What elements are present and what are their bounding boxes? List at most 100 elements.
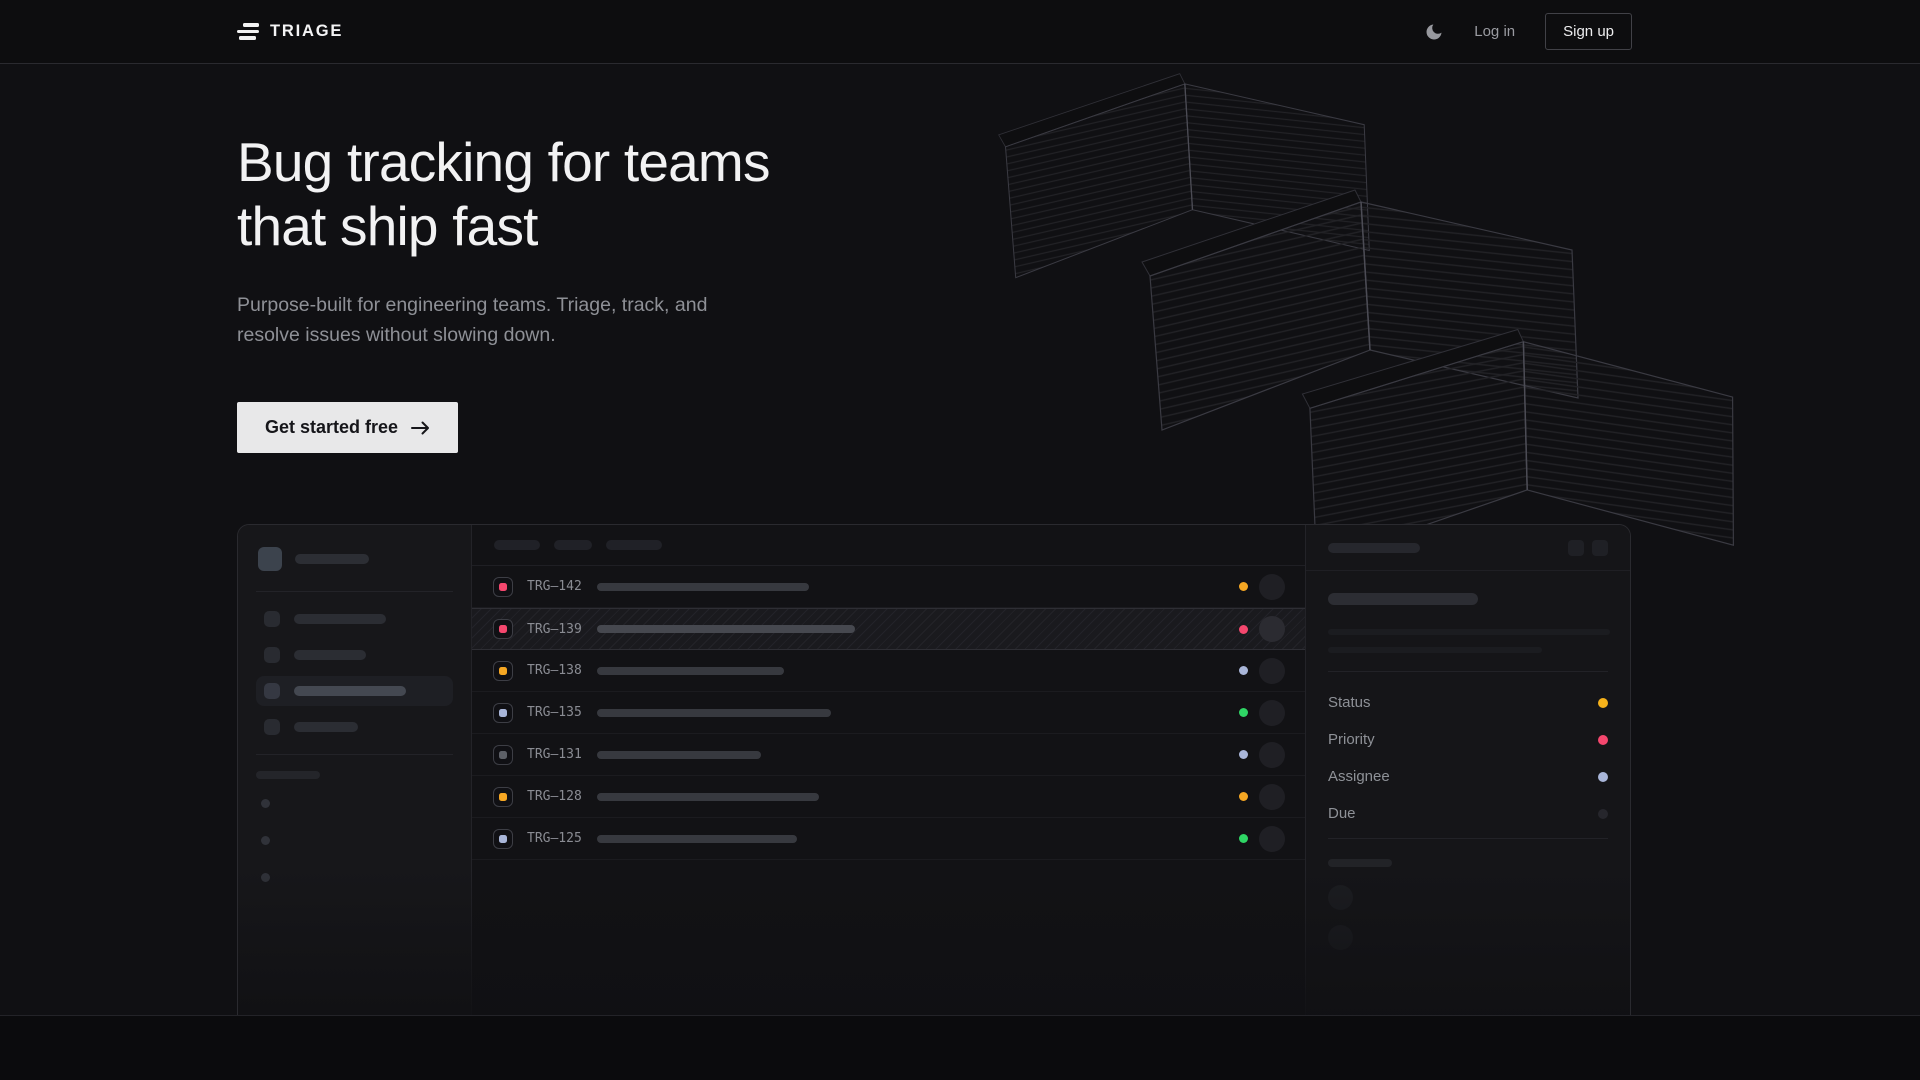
brand-name: TRIAGE xyxy=(270,22,344,40)
issue-priority-icon xyxy=(493,702,513,723)
panel-action-placeholder xyxy=(1568,539,1584,556)
issue-priority-icon xyxy=(493,786,513,807)
status-dot xyxy=(1239,750,1248,759)
priority-dot xyxy=(499,625,507,633)
issue-id: TRG–142 xyxy=(527,579,582,594)
issue-row-meta xyxy=(1239,699,1285,726)
assignee-avatar xyxy=(1259,657,1285,684)
nav-label-placeholder xyxy=(294,686,406,696)
signup-button[interactable]: Sign up xyxy=(1545,13,1632,50)
issue-title-placeholder xyxy=(597,750,761,759)
field-value-dot xyxy=(1598,697,1608,708)
status-dot xyxy=(1239,624,1248,634)
assignee-avatar xyxy=(1259,699,1285,726)
issue-priority-icon xyxy=(493,828,513,849)
dot-placeholder xyxy=(261,873,270,882)
nav-icon-placeholder xyxy=(264,611,280,627)
workspace-name-placeholder xyxy=(295,554,369,564)
status-dot xyxy=(1239,666,1248,675)
status-dot xyxy=(1239,834,1248,843)
panel-actions xyxy=(1568,539,1608,556)
priority-dot xyxy=(499,750,507,759)
triage-logo-icon xyxy=(237,23,259,40)
detail-field: Due xyxy=(1328,803,1608,824)
arrow-right-icon xyxy=(411,421,430,434)
nav-icon-placeholder xyxy=(264,719,280,735)
field-value-dot xyxy=(1598,808,1608,819)
issue-id: TRG–138 xyxy=(527,663,582,678)
assignee-avatar xyxy=(1259,825,1285,852)
priority-dot xyxy=(499,582,507,591)
login-link[interactable]: Log in xyxy=(1474,23,1516,40)
nav-actions: Log in Sign up xyxy=(1424,13,1632,50)
filter-placeholder xyxy=(606,540,662,550)
section-label-placeholder xyxy=(256,771,320,779)
divider xyxy=(256,591,453,592)
status-dot xyxy=(1239,792,1248,801)
status-dot xyxy=(1239,708,1248,717)
workspace-avatar xyxy=(258,547,282,571)
status-dot xyxy=(1239,582,1248,591)
hero-title: Bug tracking for teams that ship fast xyxy=(237,130,770,258)
issue-row: TRG–125 xyxy=(472,818,1305,860)
mockup-sidebar xyxy=(238,525,472,1015)
issue-row: TRG–135 xyxy=(472,692,1305,734)
issue-priority-icon xyxy=(493,576,513,597)
issue-row: TRG–142 xyxy=(472,566,1305,608)
footer-strip xyxy=(0,1016,1920,1080)
brand[interactable]: TRIAGE xyxy=(237,22,343,41)
issue-title-placeholder xyxy=(597,666,784,675)
hero-section: Bug tracking for teams that ship fast Pu… xyxy=(0,64,1920,1016)
divider xyxy=(256,754,453,755)
filter-placeholder xyxy=(494,540,540,550)
get-started-button[interactable]: Get started free xyxy=(237,402,459,453)
comment-avatars xyxy=(1328,885,1608,950)
issue-row: TRG–138 xyxy=(472,650,1305,692)
hero-title-line2: that ship fast xyxy=(237,195,538,257)
nav-icon-placeholder xyxy=(264,683,280,699)
issue-priority-icon xyxy=(493,744,513,765)
top-nav: TRIAGE Log in Sign up xyxy=(0,0,1920,64)
detail-field: Status xyxy=(1328,692,1608,713)
mockup-sidebar-item xyxy=(256,640,453,670)
panel-action-placeholder xyxy=(1592,539,1608,556)
issue-title-placeholder xyxy=(1328,593,1478,605)
description-line-placeholder xyxy=(1328,647,1542,653)
field-label: Priority xyxy=(1328,731,1375,748)
hero-title-line1: Bug tracking for teams xyxy=(237,131,770,193)
issue-id: TRG–139 xyxy=(527,621,582,637)
nav-icon-placeholder xyxy=(264,647,280,663)
nav-label-placeholder xyxy=(294,614,386,624)
issue-title-placeholder xyxy=(597,625,855,633)
assignee-avatar xyxy=(1259,783,1285,810)
theme-toggle-button[interactable] xyxy=(1424,22,1444,42)
priority-dot xyxy=(499,834,507,843)
mockup-sidebar-nav xyxy=(256,604,453,742)
priority-dot xyxy=(499,708,507,717)
description-line-placeholder xyxy=(1328,629,1610,635)
mockup-workspace xyxy=(256,545,453,591)
filter-placeholder xyxy=(554,540,592,550)
wireframe-panels-decoration xyxy=(998,73,1742,578)
detail-field: Priority xyxy=(1328,729,1608,750)
priority-dot xyxy=(499,792,507,801)
mockup-sidebar-dots xyxy=(256,799,453,882)
issue-title-placeholder xyxy=(597,792,819,801)
nav-label-placeholder xyxy=(294,722,358,732)
divider xyxy=(1328,838,1608,839)
avatar-placeholder xyxy=(1328,885,1353,910)
issue-id: TRG–128 xyxy=(527,789,582,804)
issue-id: TRG–135 xyxy=(527,705,582,720)
mockup-sidebar-item xyxy=(256,712,453,742)
assignee-avatar xyxy=(1259,573,1285,600)
field-label: Due xyxy=(1328,805,1356,822)
assignee-avatar xyxy=(1259,741,1285,768)
issue-id: TRG–131 xyxy=(527,747,582,762)
issue-priority-icon xyxy=(493,660,513,681)
field-label: Assignee xyxy=(1328,768,1390,785)
